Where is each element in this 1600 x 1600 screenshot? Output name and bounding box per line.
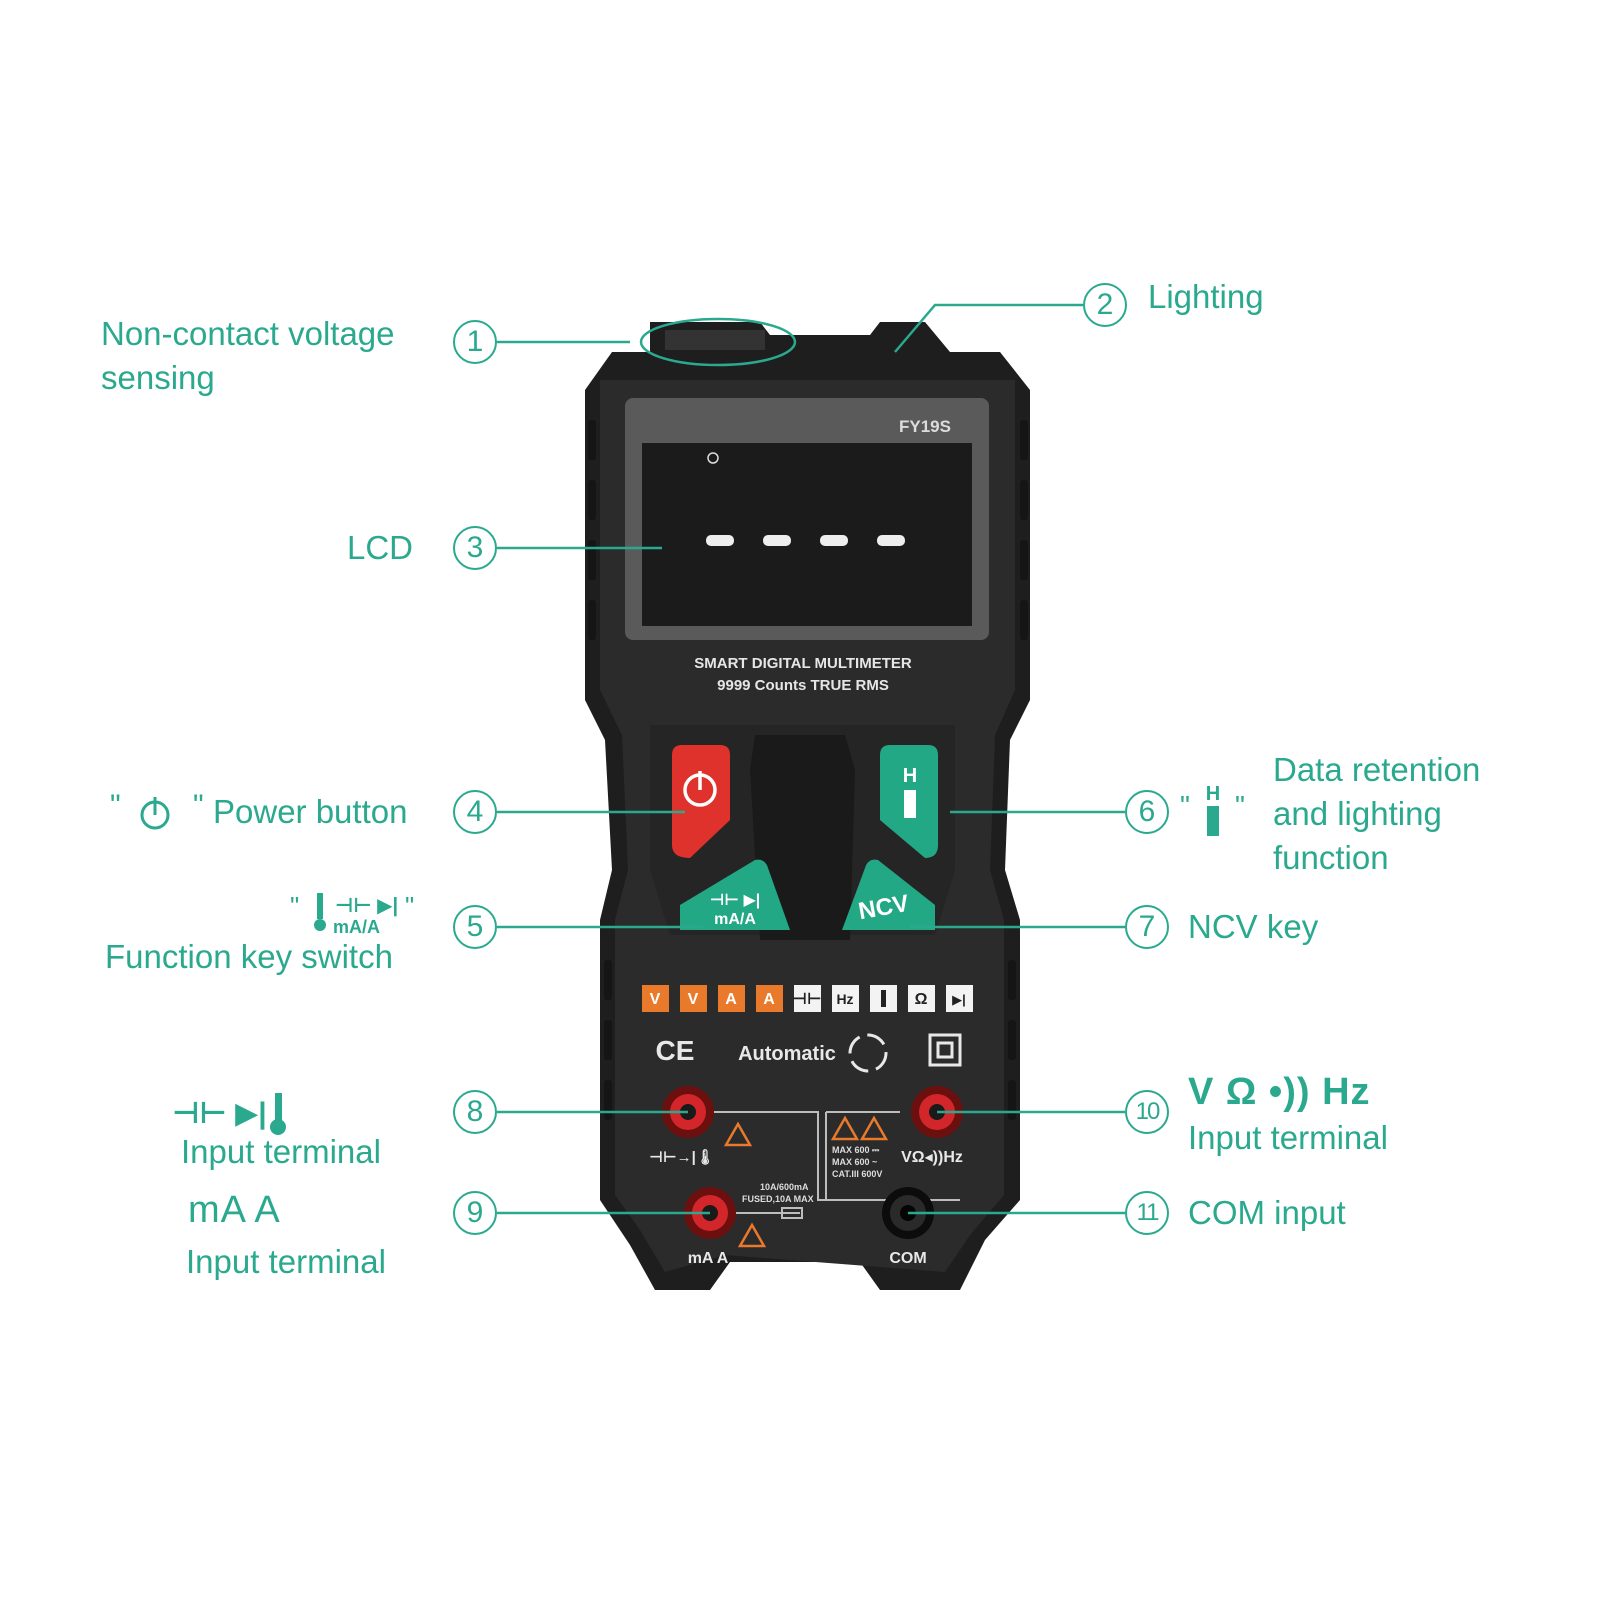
callout-label-1-line-1: Non-contact voltage <box>101 315 395 352</box>
callout-label-9-line-2: Input terminal <box>186 1243 386 1280</box>
device-title-1: SMART DIGITAL MULTIMETER <box>694 655 912 672</box>
function-key-icon: ⊣⊢ ▶| <box>710 892 760 909</box>
lcd-dashes <box>706 535 905 546</box>
max-text-2: MAX 600 ~ <box>832 1157 877 1167</box>
svg-text:▶|: ▶| <box>952 992 966 1007</box>
svg-text:": " <box>1235 790 1245 821</box>
lcd-power-symbol <box>707 452 719 464</box>
fuse-text-1: 10A/600mA <box>760 1182 809 1192</box>
callout-number-11: 11 <box>1125 1191 1169 1235</box>
svg-text:Ω: Ω <box>915 991 928 1008</box>
max-text-1: MAX 600 ⎓ <box>832 1145 880 1155</box>
callout-label-9-line-1: mA A <box>188 1189 281 1231</box>
svg-text:⊣⊢: ⊣⊢ <box>792 991 821 1008</box>
auto-rotate-icon <box>848 1033 888 1073</box>
fuse-text-2: FUSED,10A MAX <box>742 1194 814 1204</box>
callout-number-1: 1 <box>453 320 497 364</box>
terminal-label-volt: VΩ◂))Hz <box>901 1149 963 1166</box>
callout-number-6: 6 <box>1125 790 1169 834</box>
callout-number-8: 8 <box>453 1090 497 1134</box>
automatic-label: Automatic <box>738 1043 836 1065</box>
device-title-2: 9999 Counts TRUE RMS <box>717 677 889 694</box>
power-button[interactable] <box>672 745 730 858</box>
svg-text:⊣⊢ ▶|: ⊣⊢ ▶| <box>335 895 398 917</box>
svg-text:": " <box>1180 790 1190 821</box>
callout-label-4: Power button <box>213 793 408 830</box>
callout-label-3: LCD <box>347 529 414 566</box>
callout-number-7: 7 <box>1125 905 1169 949</box>
svg-text:V: V <box>650 991 661 1008</box>
terminal-label-cap: ⊣⊢→|🌡 <box>649 1148 715 1166</box>
callout-label-6-line-1: Data retention <box>1273 751 1481 788</box>
svg-text:": " <box>290 891 299 921</box>
svg-text:Hz: Hz <box>836 991 853 1007</box>
double-insulation-icon <box>928 1033 962 1067</box>
callout-number-2: 2 <box>1083 283 1127 327</box>
callout-label-8: Input terminal <box>181 1133 381 1170</box>
callout-label-2: Lighting <box>1148 278 1264 315</box>
mode-strip: V V A A ⊣⊢ Hz Ω ▶| <box>642 985 973 1012</box>
cap-diode-temp-callout-icons: ⊣⊢ ▶| <box>172 1093 286 1135</box>
svg-text:A: A <box>763 991 775 1008</box>
svg-text:V: V <box>688 991 699 1008</box>
svg-text:": " <box>405 891 414 921</box>
max-text-3: CAT.III 600V <box>832 1169 882 1179</box>
power-callout-quote-right: " <box>193 789 204 822</box>
lcd-screen <box>642 443 972 626</box>
callout-label-10-line-2: Input terminal <box>1188 1119 1388 1156</box>
ncv-sensor-ring <box>639 317 797 367</box>
hold-label: H <box>903 765 917 787</box>
terminal-label-com: COM <box>889 1250 926 1267</box>
callout-label-6-line-3: function <box>1273 839 1389 876</box>
callout-label-7: NCV key <box>1188 908 1319 945</box>
flashlight-icon <box>904 790 916 818</box>
power-callout-icon <box>140 797 170 830</box>
svg-text:⊣⊢ ▶|: ⊣⊢ ▶| <box>172 1097 267 1130</box>
function-key[interactable] <box>680 859 790 930</box>
callout-number-5: 5 <box>453 905 497 949</box>
function-callout-icon-text: mA/A <box>333 917 380 937</box>
ncv-key[interactable] <box>842 859 935 930</box>
callout-number-9: 9 <box>453 1191 497 1235</box>
svg-text:H: H <box>1206 783 1220 805</box>
callout-number-10: 10 <box>1125 1090 1169 1134</box>
svg-text:A: A <box>725 991 737 1008</box>
hold-callout-icon: " H " <box>1180 783 1245 836</box>
callout-number-3: 3 <box>453 526 497 570</box>
ce-mark: CE <box>656 1035 695 1066</box>
power-callout-quote-left: " <box>110 789 121 822</box>
callout-number-4: 4 <box>453 790 497 834</box>
callout-label-6-line-2: and lighting <box>1273 795 1442 832</box>
model-label: FY19S <box>899 417 951 436</box>
callout-label-10-line-1: V Ω •)) Hz <box>1188 1071 1371 1113</box>
terminal-label-ma: mA A <box>688 1250 729 1267</box>
function-key-label: mA/A <box>714 911 756 928</box>
function-callout-icons: " ⊣⊢ ▶| mA/A " <box>290 891 414 937</box>
callout-label-1-line-2: sensing <box>101 359 215 396</box>
callout-label-5: Function key switch <box>105 938 393 975</box>
callout-label-11: COM input <box>1188 1194 1346 1231</box>
